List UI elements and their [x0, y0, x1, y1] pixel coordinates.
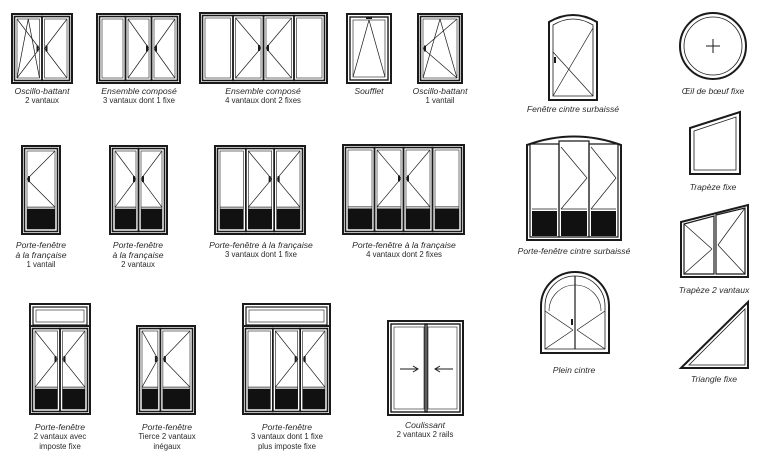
- fenetre-cintre-drawing: [548, 14, 598, 101]
- pf-2-vantaux-drawing: [109, 145, 168, 235]
- caption-subtitle: 2 vantaux avec: [33, 432, 87, 441]
- caption-subtitle: 4 vantaux dont 2 fixes: [366, 250, 442, 259]
- caption-subtitle: 3 vantaux dont 1 fixe: [225, 250, 297, 259]
- pf-4-vantaux-drawing: [342, 144, 465, 235]
- caption-title: Porte-fenêtre à la française: [209, 240, 313, 250]
- caption-subtitle: 3 vantaux dont 1 fixe: [103, 96, 175, 105]
- pf-3-imposte-sashes: [242, 325, 331, 415]
- caption-title: Ensemble composé: [225, 86, 301, 96]
- caption-title: Œil de bœuf fixe: [681, 86, 745, 96]
- caption-title: à la française: [112, 250, 164, 260]
- caption-title: Coulissant: [404, 420, 446, 430]
- caption-3: Soufflet: [354, 86, 383, 96]
- caption-subtitle: plus imposte fixe: [257, 442, 317, 451]
- caption-title: Porte-fenêtre: [34, 422, 86, 432]
- caption-13: Trapèze 2 vantaux: [679, 285, 750, 295]
- caption-title: Porte-fenêtre: [112, 240, 164, 250]
- coulissant-drawing: [387, 320, 464, 416]
- pf-1-vantail-drawing: [21, 145, 61, 235]
- caption-11: Porte-fenêtre cintre surbaissé: [518, 246, 631, 256]
- caption-subtitle: inégaux: [153, 442, 181, 451]
- plein-cintre-drawing: [540, 271, 610, 354]
- soufflet-drawing: [346, 13, 392, 84]
- trapeze-fixe-drawing: [689, 110, 741, 175]
- oeil-de-boeuf-drawing: [679, 12, 747, 80]
- oscillo-2-vantaux-drawing: [11, 13, 73, 84]
- pf-cintre-drawing: [526, 135, 622, 241]
- caption-title: Porte-fenêtre: [261, 422, 313, 432]
- caption-title: Oscillo-battant: [412, 86, 468, 96]
- caption-title: Ensemble composé: [101, 86, 177, 96]
- caption-title: Trapèze 2 vantaux: [678, 285, 750, 295]
- caption-15: Triangle fixe: [691, 374, 737, 384]
- caption-title: Triangle fixe: [690, 374, 738, 384]
- caption-subtitle: imposte fixe: [39, 442, 81, 451]
- caption-subtitle: 1 vantail: [26, 260, 56, 269]
- caption-title: à la française: [15, 250, 67, 260]
- pf-imposte-sashes: [29, 325, 91, 415]
- caption-5: Fenêtre cintre surbaissé: [527, 104, 619, 114]
- caption-subtitle: Tierce 2 vantaux: [138, 432, 196, 441]
- triangle-fixe-drawing: [678, 299, 749, 369]
- caption-title: Soufflet: [354, 86, 384, 96]
- caption-6: Œil de bœuf fixe: [682, 86, 745, 96]
- ensemble-4-vantaux-drawing: [199, 12, 328, 84]
- caption-title: Porte-fenêtre: [15, 240, 67, 250]
- caption-title: Fenêtre cintre surbaissé: [526, 104, 620, 114]
- pf-tierce-drawing: [136, 325, 196, 415]
- oscillo-1-vantail-drawing: [417, 13, 463, 84]
- caption-title: Porte-fenêtre à la française: [352, 240, 456, 250]
- caption-subtitle: 2 vantaux: [25, 96, 59, 105]
- caption-title: Porte-fenêtre cintre surbaissé: [517, 246, 631, 256]
- caption-subtitle: 4 vantaux dont 2 fixes: [225, 96, 301, 105]
- caption-title: Porte-fenêtre: [141, 422, 193, 432]
- caption-title: Plein cintre: [552, 365, 596, 375]
- ensemble-3-vantaux-drawing: [96, 13, 181, 84]
- caption-14: Plein cintre: [553, 365, 596, 375]
- pf-3-vantaux-drawing: [214, 145, 306, 235]
- caption-subtitle: 2 vantaux: [121, 260, 155, 269]
- caption-subtitle: 2 vantaux 2 rails: [396, 430, 454, 439]
- trapeze-2-vantaux-drawing: [680, 203, 749, 278]
- caption-subtitle: 3 vantaux dont 1 fixe: [251, 432, 323, 441]
- caption-subtitle: 1 vantail: [425, 96, 455, 105]
- caption-12: Trapèze fixe: [690, 182, 737, 192]
- caption-title: Oscillo-battant: [14, 86, 70, 96]
- caption-title: Trapèze fixe: [689, 182, 737, 192]
